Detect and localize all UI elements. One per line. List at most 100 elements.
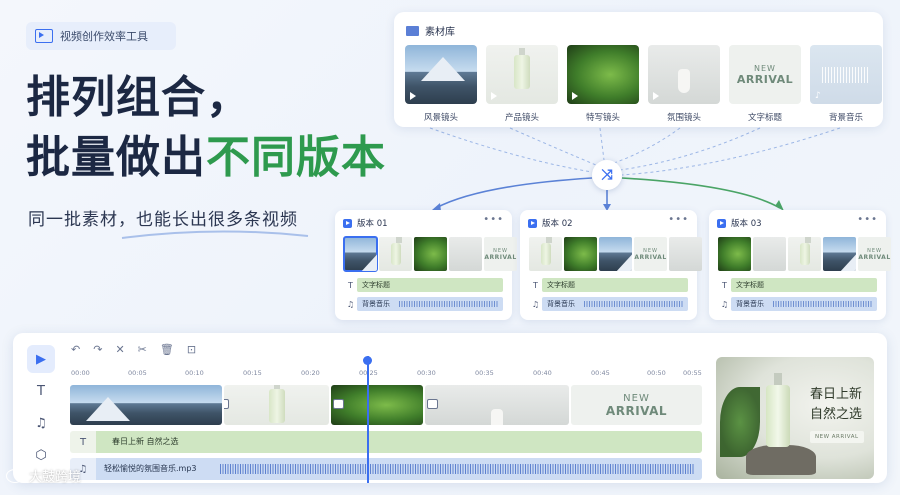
text-track: 文字标题 xyxy=(731,278,877,292)
headline-line2: 批量做出不同版本 xyxy=(26,128,386,188)
music-icon: ♫ xyxy=(346,299,355,309)
shuffle-button[interactable]: ⤨ xyxy=(592,160,622,190)
video-clip[interactable] xyxy=(224,385,329,425)
thumb-text-line2: ARRIVAL xyxy=(858,253,891,261)
watermark-label: 大鼓跨境 xyxy=(29,470,82,485)
video-clip[interactable] xyxy=(70,385,222,425)
asset-label: 特写镜头 xyxy=(585,113,620,123)
clip-thumbnail xyxy=(753,237,786,271)
ruler-tick: 00:45 xyxy=(591,369,610,377)
product-thumbnail xyxy=(486,45,558,104)
music-track[interactable]: ♫ 轻松愉悦的氛围音乐.mp3 xyxy=(70,458,702,480)
cut-icon[interactable]: ✕ xyxy=(115,343,125,356)
ruler-tick: 00:35 xyxy=(475,369,494,377)
music-icon: ♫ xyxy=(720,299,729,309)
music-track-label: 背景音乐 xyxy=(736,300,764,308)
video-clip[interactable]: NEW ARRIVAL xyxy=(571,385,702,425)
headline-line2-green: 不同版本 xyxy=(206,132,386,183)
version-title: 版本 02 xyxy=(542,219,573,229)
clip-thumbnail xyxy=(529,237,562,271)
text-icon: T xyxy=(722,280,727,290)
text-track: 文字标题 xyxy=(542,278,688,292)
thumb-text-line2: ARRIVAL xyxy=(484,253,517,261)
music-thumbnail: ♪ xyxy=(810,45,882,104)
preview-tag: NEW ARRIVAL xyxy=(810,431,864,443)
text-track: 文字标题 xyxy=(357,278,503,292)
version-title: 版本 03 xyxy=(731,219,762,229)
thumb-text-line1: NEW xyxy=(643,247,658,254)
video-clip[interactable] xyxy=(331,385,423,425)
more-icon[interactable]: ••• xyxy=(668,214,689,225)
clip-thumbnail xyxy=(414,237,447,271)
music-track-body: 轻松愉悦的氛围音乐.mp3 xyxy=(96,458,702,480)
version-title: 版本 01 xyxy=(357,219,388,229)
thumb-text-line2: ARRIVAL xyxy=(736,72,794,86)
thumb-text-line1: NEW xyxy=(754,63,776,73)
thumb-text-line2: ARRIVAL xyxy=(634,253,667,261)
text-track[interactable]: T 春日上新 自然之选 xyxy=(70,431,702,453)
ruler-tick: 00:10 xyxy=(185,369,204,377)
clip-thumbnail xyxy=(718,237,751,271)
music-icon: ♫ xyxy=(70,458,96,480)
image-icon xyxy=(427,399,438,409)
video-clip[interactable] xyxy=(425,385,569,425)
asset-ambience[interactable]: 氛围镜头 xyxy=(648,45,720,123)
timeline-ruler[interactable]: 00:00 00:05 00:10 00:15 00:20 00:25 00:3… xyxy=(71,369,711,381)
asset-library-panel: 素材库 风景镜头 产品镜头 特写镜头 氛围镜头 NEW ARRIVAL 文字标题… xyxy=(394,12,883,127)
ruler-tick: 00:40 xyxy=(533,369,552,377)
undo-icon[interactable]: ↶ xyxy=(71,343,81,356)
music-icon[interactable]: ♫ xyxy=(35,415,47,431)
asset-label: 风景镜头 xyxy=(423,113,458,123)
asset-music[interactable]: ♪ 背景音乐 xyxy=(810,45,882,123)
clip-thumbnail xyxy=(599,237,632,271)
headline-line2-plain: 批量做出 xyxy=(26,132,206,183)
music-track: 背景音乐 xyxy=(542,297,688,311)
shuffle-icon: ⤨ xyxy=(601,167,613,183)
ruler-tick: 00:20 xyxy=(301,369,320,377)
editor-sidebar: ▶ T ♫ ⬡ xyxy=(25,341,57,479)
play-icon xyxy=(528,218,537,228)
ruler-tick: 00:30 xyxy=(417,369,436,377)
split-icon[interactable]: ✂ xyxy=(137,343,147,356)
waveform xyxy=(399,301,499,307)
clip-thumbnail xyxy=(379,237,412,271)
music-track: 背景音乐 xyxy=(357,297,503,311)
badge-label: 视频创作效率工具 xyxy=(60,30,148,43)
music-track-label: 背景音乐 xyxy=(547,300,575,308)
playhead[interactable] xyxy=(364,356,371,483)
watermark: 大鼓跨境 xyxy=(6,466,81,485)
asset-closeup[interactable]: 特写镜头 xyxy=(567,45,639,123)
leaf-decoration xyxy=(720,387,760,457)
asset-product[interactable]: 产品镜头 xyxy=(486,45,558,123)
text-icon: T xyxy=(533,280,538,290)
clip-thumbnail xyxy=(823,237,856,271)
subheadline: 同一批素材，也能长出很多条视频 xyxy=(28,210,298,230)
clip-thumbnail xyxy=(564,237,597,271)
more-icon[interactable]: ••• xyxy=(857,214,878,225)
text-icon[interactable]: T xyxy=(37,383,45,399)
asset-scenery[interactable]: 风景镜头 xyxy=(405,45,477,123)
clip-thumbnail xyxy=(669,237,702,271)
waveform xyxy=(584,301,684,307)
redo-icon[interactable]: ↷ xyxy=(93,343,103,356)
headline-line1: 排列组合， xyxy=(26,72,251,123)
preview-title-line1: 春日上新 xyxy=(809,387,862,402)
sticker-icon[interactable]: ⬡ xyxy=(35,447,47,463)
clip-thumbnail xyxy=(788,237,821,271)
editor-toolbar: ↶ ↷ ✕ ✂ 🗑 ⊡ xyxy=(71,343,196,356)
asset-title-text[interactable]: NEW ARRIVAL 文字标题 xyxy=(729,45,801,123)
waveform xyxy=(773,301,873,307)
more-icon[interactable]: ••• xyxy=(483,214,504,225)
preview-title-line2: 自然之选 xyxy=(809,407,862,422)
ruler-tick: 00:55 xyxy=(683,369,702,377)
crop-icon[interactable]: ⊡ xyxy=(186,343,197,356)
clip-thumbnail xyxy=(343,236,378,272)
delete-icon[interactable]: 🗑 xyxy=(159,343,174,356)
video-icon[interactable]: ▶ xyxy=(27,345,55,373)
music-icon: ♫ xyxy=(531,299,540,309)
